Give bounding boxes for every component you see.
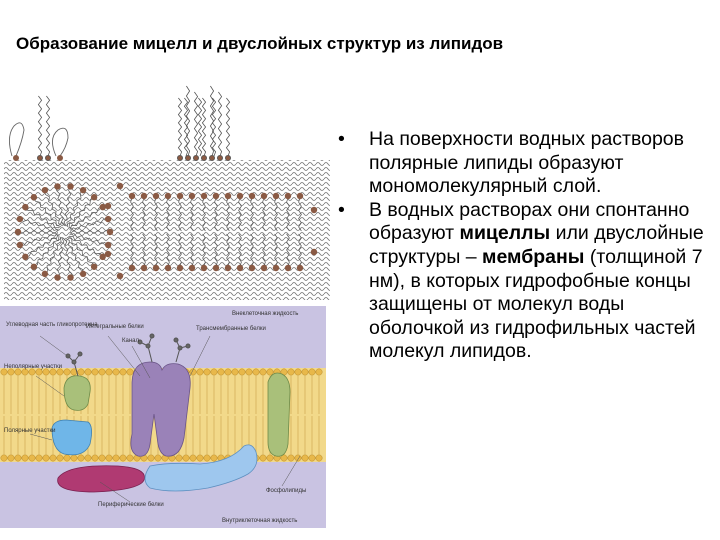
bullet-marker: • <box>338 128 345 150</box>
bullet-marker: • <box>338 198 345 221</box>
label-intracellular: Внутриклеточная жидкость <box>222 518 297 524</box>
bullet-item: • На поверхности водных растворов полярн… <box>336 128 708 199</box>
slide-title: Образование мицелл и двуслойных структур… <box>16 34 504 53</box>
bullet-text-part: (толщиной 7 нм), в которых гидрофобные к… <box>369 245 703 363</box>
bullet-text: На поверхности водных растворов полярные… <box>369 128 685 198</box>
micelle-bilayer-illustration <box>4 85 330 300</box>
bold-term-membranes: мембраны <box>482 245 585 268</box>
bold-term-micelles: мицеллы <box>459 222 551 245</box>
label-transmembrane: Трансмембранные белки <box>196 326 266 332</box>
bullet-text-part: В водных растворах они спонтанно образую… <box>369 198 690 245</box>
label-integral: Интегральные белки <box>86 324 144 330</box>
bullet-text-part: или двуслойные структуры – <box>369 222 704 268</box>
label-phospholipids: Фосфолипиды <box>266 488 306 494</box>
label-polar: Полярные участки <box>4 428 55 434</box>
label-peripheral: Периферические белки <box>98 502 164 508</box>
label-carbohydrate: Углеводная часть гликопротеина <box>6 322 98 328</box>
label-channel: Канал <box>122 338 139 344</box>
label-nonpolar: Неполярные участки <box>4 364 62 370</box>
label-extracellular: Внеклеточная жидкость <box>232 311 298 317</box>
bullet-item: • В водных растворах они спонтанно образ… <box>336 199 708 364</box>
bullet-list: • На поверхности водных растворов полярн… <box>336 128 708 364</box>
membrane-structure-illustration: Внеклеточная жидкость Углеводная часть г… <box>0 306 326 528</box>
